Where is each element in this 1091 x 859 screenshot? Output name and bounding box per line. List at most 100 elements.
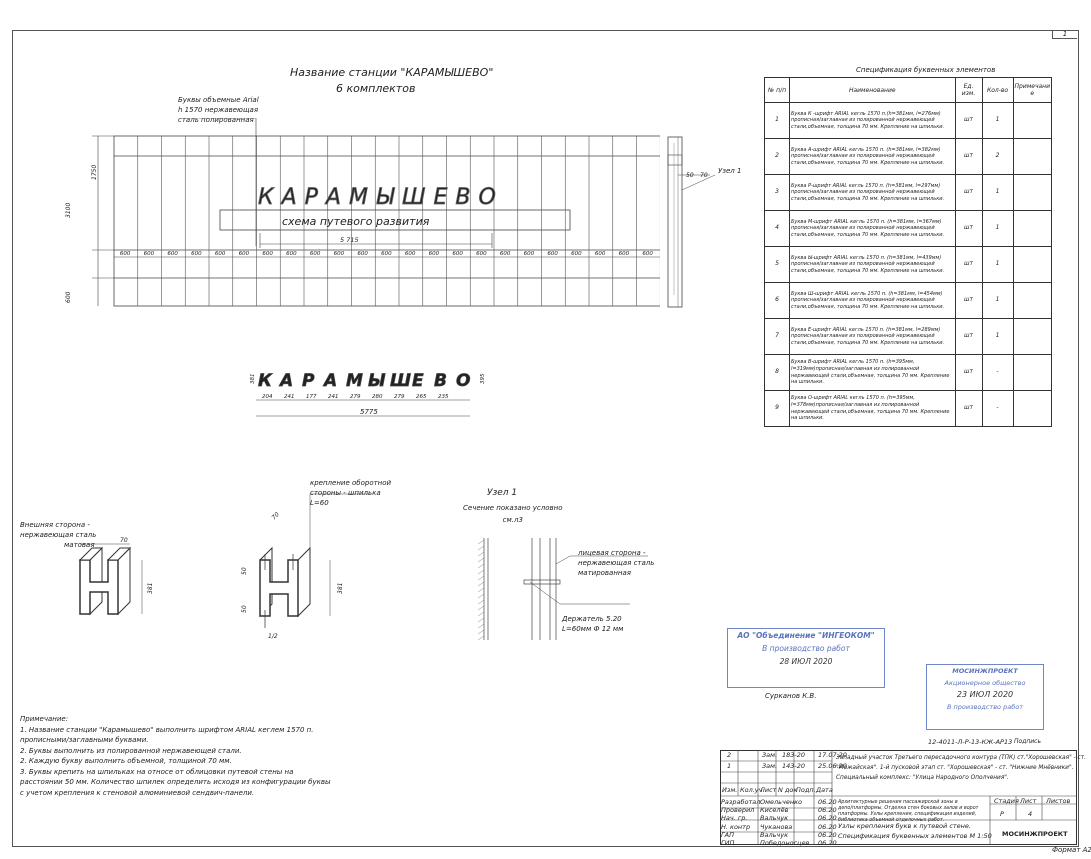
spec-cell-qty: 1 [981, 210, 1014, 247]
mosinzh-stamp: МОСИНЖПРОЕКТ Акционерное общество 23 ИЮЛ… [926, 664, 1044, 730]
title-block-text: Листов [1046, 797, 1071, 805]
panel-dim: 600 [524, 251, 535, 257]
title-block-text: Вальчук [760, 830, 789, 839]
title-block-text: Киселёв [760, 806, 789, 815]
panel-dim: 600 [167, 251, 178, 257]
spec-cell-note [1012, 246, 1053, 283]
spec-cell-n: 7 [764, 318, 790, 355]
spec-h-name: Наименование [789, 77, 956, 103]
spec-cell-n: 1 [764, 102, 790, 139]
spec-cell-note [1012, 354, 1053, 391]
spec-cell-note [1012, 318, 1053, 355]
detail-left-h: 381 [147, 583, 154, 594]
spec-cell-note [1012, 210, 1053, 247]
title-block-text: Специальный комплекс: "Улица Народного О… [836, 775, 1009, 781]
spec-cell-n: 3 [764, 174, 790, 211]
row-height-left: 381 [250, 374, 256, 385]
spec-cell-name: Буква К -шрифт ARIAL кегль 1570 п.(h=381… [789, 102, 956, 139]
side-node: Узел 1 [718, 167, 741, 175]
spec-h-unit: Ед. изм. [954, 77, 983, 103]
spec-cell-name: Буква Ш-шрифт ARIAL кегль 1570 п. (h=381… [789, 282, 956, 319]
title-block-text: 06.20 [818, 830, 837, 839]
title-block-text: Лист [760, 786, 777, 794]
detail-mid-label: крепление оборотной стороны - шпилька L=… [310, 479, 392, 507]
row-gap: 279 [394, 394, 405, 400]
panel-dim: 600 [571, 251, 582, 257]
row-gap: 241 [328, 394, 339, 400]
sheet-number: 1 [1052, 30, 1077, 39]
spec-cell-unit: шт [954, 246, 983, 283]
spec-cell-name: Буква Р-шрифт ARIAL кегль 1570 п. (h=381… [789, 174, 956, 211]
title-block-text: МОСИНЖПРОЕКТ [1002, 830, 1068, 838]
detail-mid-d1: 70 [270, 511, 280, 521]
panel-dim: 600 [334, 251, 345, 257]
dim-600: 600 [65, 291, 72, 303]
spec-h-note: Примечани е [1012, 77, 1053, 103]
sign-label: Подпись [1014, 738, 1041, 745]
panel-dim: 600 [547, 251, 558, 257]
panel-dim: 600 [286, 251, 297, 257]
panel-dim: 600 [191, 251, 202, 257]
row-letter: М [346, 371, 363, 391]
row-gap: 279 [350, 394, 361, 400]
front-letters: КАРАМЫШЕВО [258, 185, 504, 210]
spec-cell-note [1012, 282, 1053, 319]
row-letter: А [278, 371, 293, 391]
title-block-text: Западный участок Третьего пересадочного … [836, 755, 1086, 761]
dim-width: 5 715 [340, 236, 359, 244]
row-gap: 265 [416, 394, 427, 400]
title-block-text: Кол.уч [740, 786, 763, 794]
title-block-text: ГАП [721, 830, 734, 839]
title-block-text: Чуканова [760, 822, 793, 831]
row-gap: 177 [306, 394, 317, 400]
title-block-text: Архитектурные решения пассажирской зоны … [838, 800, 958, 805]
title-block-text: Зам. [762, 751, 778, 759]
spec-title: Спецификация буквенных элементов [856, 66, 996, 74]
panel-dim: 600 [429, 251, 440, 257]
side-d1: 50 [686, 172, 694, 179]
row-letter: К [258, 371, 273, 391]
title-block-text: 183-20 [782, 751, 806, 759]
title-block-text: 17.07.20 [818, 751, 847, 759]
spec-cell-note [1012, 138, 1053, 175]
row-letter: Р [302, 371, 315, 391]
spec-cell-qty: 1 [981, 102, 1014, 139]
spec-cell-qty: 2 [981, 138, 1014, 175]
title-block-text: Спецификация буквенных элементов М 1:50 [838, 832, 992, 840]
spec-cell-unit: шт [954, 354, 983, 391]
title-block-text: Стадия [994, 797, 1019, 805]
detail-mid-d4: 1/2 [268, 633, 278, 640]
title-block-text: депо/платформы. Отделка стен боковых зал… [838, 806, 979, 811]
title-block-text: Проверил [721, 806, 755, 815]
spec-cell-qty: - [981, 390, 1014, 427]
spec-table: № п/п Наименование Ед. изм. Кол-во Приме… [764, 77, 1053, 427]
ingeokom-person: Сурканов К.В. [765, 692, 817, 700]
spec-cell-note [1012, 390, 1053, 427]
title-block-text: 06.20 [818, 822, 837, 831]
panel-dim: 600 [642, 251, 653, 257]
title-block-text: Омельченко [760, 798, 802, 806]
title-block-text: 06.20 [818, 839, 837, 847]
title-block-text: Изм. [722, 786, 738, 794]
node1-face-label: лицевая сторона - нержавеющая сталь мати… [578, 549, 655, 577]
title-block-text: Победоносцев [760, 839, 810, 847]
dim-3100: 3100 [65, 203, 72, 218]
title-block-text: 4 [1028, 810, 1033, 818]
row-letter: О [456, 371, 470, 391]
doc-code: 12-4011-Л-Р-13-КЖ-АР13 [928, 738, 1013, 746]
title-block-text: 06.20 [818, 806, 837, 815]
row-height-right: 395 [480, 373, 486, 384]
title-block-text: библиотека объемной отделочных работ. [838, 818, 945, 823]
dim-1750: 1750 [91, 165, 98, 180]
spec-cell-unit: шт [954, 318, 983, 355]
row-letter: Ы [368, 371, 386, 391]
title-block-text: 1 [727, 762, 732, 770]
station-subtitle: 6 комплектов [336, 82, 416, 95]
spec-cell-name: Буква В-шрифт ARIAL кегль 1570 п. (h=395… [789, 354, 956, 391]
